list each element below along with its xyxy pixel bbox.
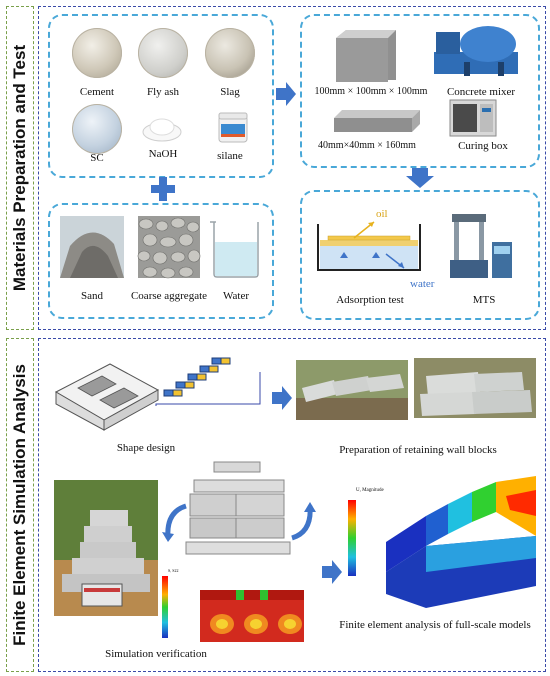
displacement-legend-title: U, Magnitude bbox=[356, 488, 384, 493]
wall-blocks-photo-2 bbox=[414, 358, 536, 418]
materials-side-label-box: Materials Preparation and Test bbox=[6, 6, 34, 330]
water-label: Water bbox=[223, 290, 249, 302]
sc-label: SC bbox=[90, 152, 104, 164]
oil-label: oil bbox=[376, 208, 388, 220]
plus-icon bbox=[151, 177, 175, 201]
coarse-aggregate-photo bbox=[137, 216, 201, 279]
fea-side-label-box: Finite Element Simulation Analysis bbox=[6, 338, 34, 672]
verification-label: Simulation verification bbox=[105, 648, 207, 660]
naoh-photo bbox=[142, 112, 182, 142]
wall-blocks-photo-1 bbox=[296, 360, 408, 420]
cement-label: Cement bbox=[79, 86, 115, 98]
cube-specimen bbox=[336, 20, 402, 82]
water-arrow-label: water bbox=[410, 278, 435, 290]
fly-ash-photo bbox=[138, 28, 188, 78]
shape-design-label: Shape design bbox=[116, 442, 176, 454]
prism-specimen bbox=[332, 108, 422, 134]
sand-label: Sand bbox=[81, 290, 103, 302]
slag-label: Slag bbox=[220, 86, 240, 98]
specimen-panel bbox=[300, 14, 540, 168]
full-scale-label: Finite element analysis of full-scale mo… bbox=[339, 619, 531, 631]
water-beaker-photo bbox=[208, 220, 264, 278]
shape-design-block bbox=[54, 352, 162, 432]
adsorption-test-diagram bbox=[314, 210, 424, 280]
materials-section-title: Materials Preparation and Test bbox=[10, 44, 29, 292]
materials-section-frame bbox=[38, 6, 546, 330]
stress-legend-small bbox=[160, 568, 196, 640]
naoh-label: NaOH bbox=[148, 148, 178, 160]
stress-contour-model bbox=[200, 590, 304, 642]
cycle-arrow-left-icon bbox=[162, 503, 187, 542]
tests-panel bbox=[300, 190, 540, 320]
fea-section-title: Finite Element Simulation Analysis bbox=[10, 364, 29, 646]
coarse-aggregate-label: Coarse aggregate bbox=[130, 290, 208, 302]
concrete-mixer-photo bbox=[428, 22, 524, 78]
cube-size-label: 100mm × 100mm × 100mm bbox=[314, 86, 428, 97]
mts-machine-photo bbox=[448, 212, 514, 280]
cycle-arrow-right-icon bbox=[291, 502, 316, 541]
mts-label: MTS bbox=[472, 294, 496, 306]
arrow-right-icon bbox=[272, 386, 292, 410]
fea-section-frame bbox=[38, 338, 546, 672]
sand-photo bbox=[60, 216, 124, 278]
arrow-right-icon bbox=[276, 82, 296, 106]
aggregates-panel bbox=[48, 203, 274, 319]
curing-box-label: Curing box bbox=[458, 140, 508, 152]
preparation-label: Preparation of retaining wall blocks bbox=[339, 444, 497, 456]
prism-size-label: 40mm×40mm × 160mm bbox=[318, 140, 416, 151]
silane-label: silane bbox=[217, 150, 243, 162]
fly-ash-label: Fly ash bbox=[146, 86, 180, 98]
adsorption-test-label: Adsorption test bbox=[336, 294, 404, 306]
staggered-block-schematic bbox=[155, 350, 266, 406]
loading-test-photo bbox=[185, 461, 291, 556]
full-scale-fe-model bbox=[386, 476, 538, 608]
silane-photo bbox=[216, 110, 250, 144]
arrow-down-icon bbox=[406, 168, 434, 188]
arrow-right-icon bbox=[322, 560, 342, 584]
field-test-photo bbox=[54, 480, 158, 616]
concrete-mixer-label: Concrete mixer bbox=[446, 86, 516, 98]
sc-photo bbox=[72, 104, 122, 154]
curing-box-photo bbox=[449, 99, 497, 137]
slag-photo bbox=[205, 28, 255, 78]
cement-photo bbox=[72, 28, 122, 78]
small-legend-title: S, S22 bbox=[168, 568, 179, 573]
displacement-legend bbox=[346, 488, 386, 578]
